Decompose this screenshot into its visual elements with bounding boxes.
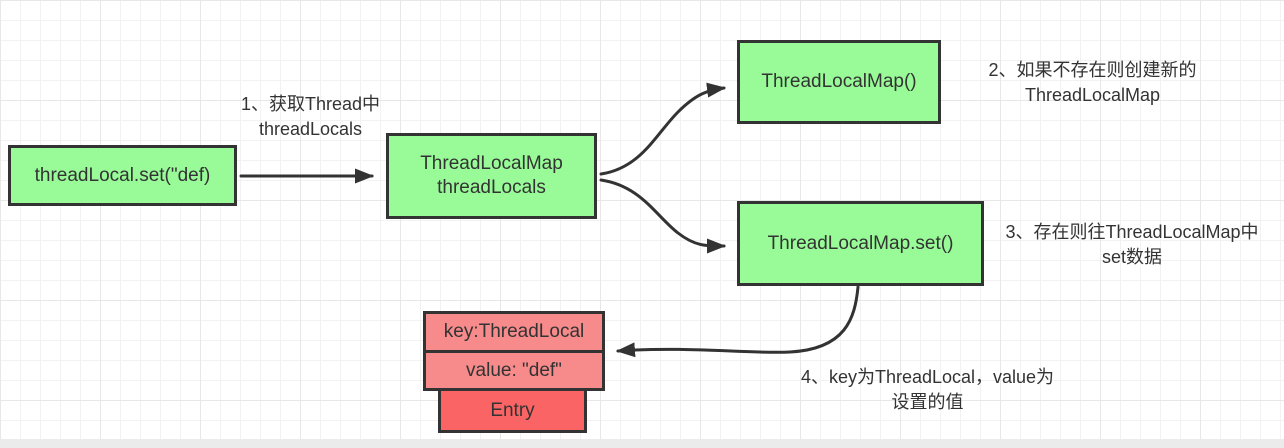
annotation-step2[interactable]: 2、如果不存在则创建新的 ThreadLocalMap [945,58,1240,108]
node-threadlocal-set-label: threadLocal.set("def) [34,164,211,186]
node-threadlocalmap-constructor-label: ThreadLocalMap() [761,71,917,92]
node-threadlocalmap-set[interactable]: ThreadLocalMap.set() [737,201,984,286]
annotation-step3[interactable]: 3、存在则往ThreadLocalMap中 set数据 [980,220,1284,270]
node-threadlocalmap-line1: ThreadLocalMap [420,153,563,174]
node-entry-key-label: key:ThreadLocal [443,321,585,342]
arrow-map-to-ctor[interactable] [599,82,726,176]
node-entry-value[interactable]: value: "def" [423,350,605,391]
canvas-bottom-strip [0,439,1284,448]
annotation-step2-line2: ThreadLocalMap [1024,85,1161,105]
node-entry-value-label: value: "def" [466,359,562,381]
annotation-step3-line2: set数据 [1101,247,1162,267]
node-threadlocalmap-line2: threadLocals [437,177,546,198]
node-threadlocalmap-constructor[interactable]: ThreadLocalMap() [737,40,941,124]
node-threadlocal-set[interactable]: threadLocal.set("def) [8,145,237,206]
node-entry-key[interactable]: key:ThreadLocal [423,311,605,353]
arrow-map-to-mapset[interactable] [599,178,726,254]
node-threadlocalmap-set-label: ThreadLocalMap.set() [767,232,954,254]
arrow-mapset-to-entry[interactable] [616,285,860,358]
annotation-step1-line2: threadLocals [258,119,363,139]
annotation-step4-line1: 4、key为ThreadLocal，value为 [800,367,1055,387]
node-threadlocalmap-threadlocals[interactable]: ThreadLocalMap threadLocals [386,133,597,219]
annotation-step4-line2: 设置的值 [891,392,964,412]
annotation-step4[interactable]: 4、key为ThreadLocal，value为 设置的值 [765,365,1090,415]
annotation-step1-line1: 1、获取Thread中 [240,94,381,114]
node-entry[interactable]: Entry [438,388,587,433]
annotation-step3-line1: 3、存在则往ThreadLocalMap中 [1005,222,1259,242]
annotation-step2-line1: 2、如果不存在则创建新的 [988,60,1197,80]
annotation-step1[interactable]: 1、获取Thread中 threadLocals [218,92,403,142]
node-entry-label: Entry [490,399,535,421]
